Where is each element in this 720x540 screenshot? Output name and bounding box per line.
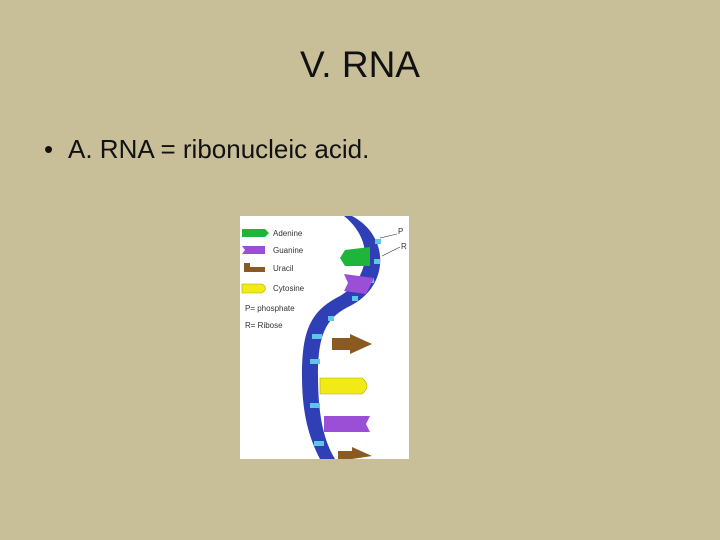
pointer-line-p	[379, 233, 398, 239]
base-guanine-2	[324, 416, 370, 432]
bullet-text: A. RNA = ribonucleic acid.	[68, 134, 370, 164]
backbone-node	[375, 239, 381, 244]
backbone-node	[352, 296, 358, 301]
backbone-node	[310, 403, 320, 408]
rna-diagram-svg: Adenine Guanine Uracil Cytosine P= phosp…	[241, 216, 407, 459]
legend-label-adenine: Adenine	[273, 229, 303, 238]
side-label-p: P	[398, 227, 403, 236]
legend: Adenine Guanine Uracil Cytosine P= phosp…	[241, 229, 305, 330]
legend-swatch-guanine	[242, 246, 265, 254]
legend-swatch-cytosine	[241, 283, 266, 294]
backbone-node	[310, 359, 320, 364]
legend-swatch-uracil	[244, 263, 265, 272]
bullet-marker: •	[44, 134, 54, 164]
slide-title-area: V. RNA	[0, 44, 720, 86]
backbone-node	[312, 334, 322, 339]
pointer-line-r	[381, 246, 401, 257]
base-uracil	[332, 334, 372, 354]
backbone-node	[374, 259, 380, 264]
legend-label-uracil: Uracil	[273, 264, 294, 273]
rna-diagram: Adenine Guanine Uracil Cytosine P= phosp…	[240, 216, 409, 459]
legend-label-ribose: R= Ribose	[245, 321, 283, 330]
legend-label-cytosine: Cytosine	[273, 284, 305, 293]
base-adenine	[340, 247, 370, 266]
side-labels: P R	[379, 227, 407, 257]
legend-swatch-adenine	[242, 229, 269, 237]
base-guanine	[344, 274, 374, 294]
side-label-r: R	[401, 242, 407, 251]
bullet-item: • A. RNA = ribonucleic acid.	[44, 134, 369, 165]
slide-title: V. RNA	[300, 44, 420, 85]
legend-label-phosphate: P= phosphate	[245, 304, 295, 313]
rna-bases	[319, 247, 374, 459]
backbone-node	[314, 441, 324, 446]
base-uracil-2	[338, 447, 372, 459]
legend-label-guanine: Guanine	[273, 246, 304, 255]
base-cytosine	[319, 377, 368, 395]
backbone-node	[328, 316, 334, 321]
